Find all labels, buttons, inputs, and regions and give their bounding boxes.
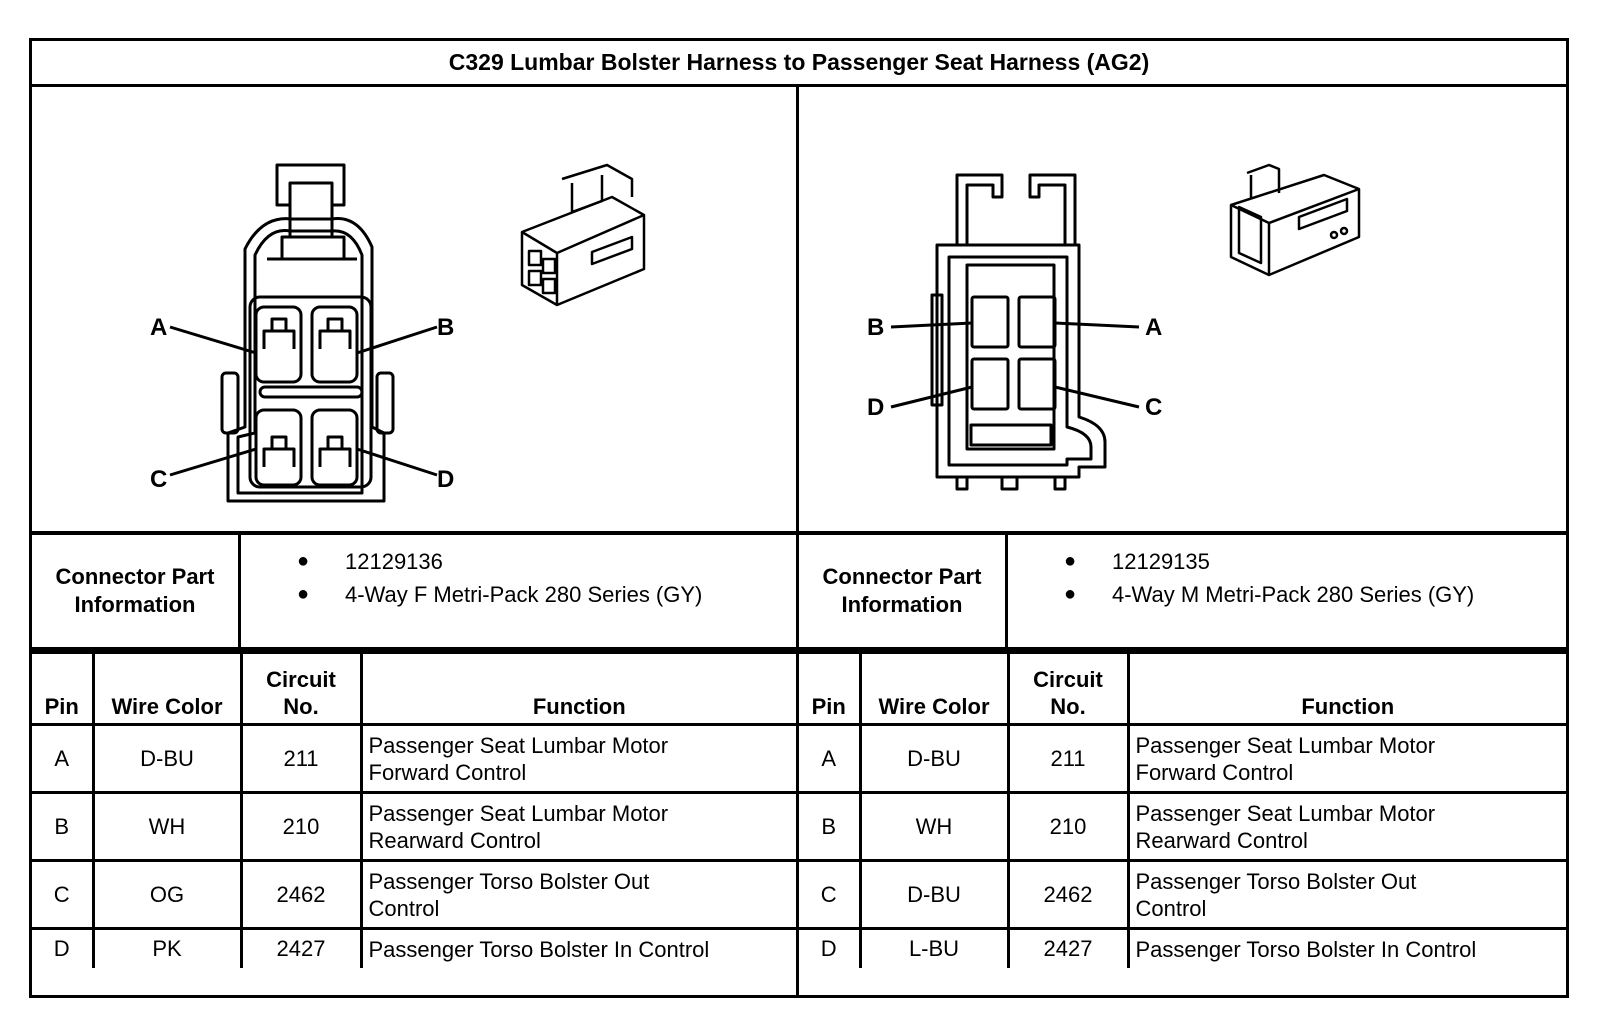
- connector-sheet: C329 Lumbar Bolster Harness to Passenger…: [29, 38, 1569, 998]
- part-info-item: ●4-Way M Metri-Pack 280 Series (GY): [1008, 578, 1566, 611]
- bullet-icon: ●: [1064, 550, 1077, 572]
- info-label: Connector Part Information: [32, 535, 241, 647]
- bullet-icon: ●: [297, 583, 310, 605]
- bullet-icon: ●: [1064, 583, 1077, 605]
- part-info-item: ●12129135: [1008, 545, 1566, 578]
- col-pin: Pin: [799, 651, 862, 726]
- info-label: Connector Part Information: [799, 535, 1008, 647]
- col-function: Function: [1126, 651, 1566, 726]
- connector-panel-male: B A D C Connector Part Information ●1212…: [799, 87, 1566, 998]
- sheet-title: C329 Lumbar Bolster Harness to Passenger…: [32, 41, 1566, 87]
- pin-label-b: B: [867, 314, 884, 341]
- male-connector-drawing: B A D C: [867, 163, 1361, 491]
- pin-label-d: D: [437, 466, 454, 493]
- connector-diagram-female: A B C D: [32, 87, 796, 535]
- part-info-item: ●12129136: [241, 545, 796, 578]
- pin-label-d: D: [867, 394, 884, 421]
- col-function: Function: [359, 651, 796, 726]
- connector-diagram-male: B A D C: [799, 87, 1566, 535]
- bullet-icon: ●: [297, 550, 310, 572]
- col-wire-color: Wire Color: [858, 651, 1010, 726]
- pin-label-c: C: [150, 466, 167, 493]
- pin-label-c: C: [1145, 394, 1162, 421]
- connector-panel-female: A B C D Connector Part Information ●1212…: [32, 87, 799, 998]
- part-info-list: ●12129135 ●4-Way M Metri-Pack 280 Series…: [1008, 545, 1566, 611]
- pin-label-b: B: [437, 314, 454, 341]
- female-connector-drawing: A B C D: [150, 163, 646, 503]
- part-info-male: Connector Part Information ●12129135 ●4-…: [799, 535, 1566, 651]
- pin-label-a: A: [150, 314, 167, 341]
- col-pin: Pin: [32, 651, 95, 726]
- part-info-female: Connector Part Information ●12129136 ●4-…: [32, 535, 796, 651]
- col-wire-color: Wire Color: [91, 651, 243, 726]
- part-info-item: ●4-Way F Metri-Pack 280 Series (GY): [241, 578, 796, 611]
- part-info-list: ●12129136 ●4-Way F Metri-Pack 280 Series…: [241, 545, 796, 611]
- pin-label-a: A: [1145, 314, 1162, 341]
